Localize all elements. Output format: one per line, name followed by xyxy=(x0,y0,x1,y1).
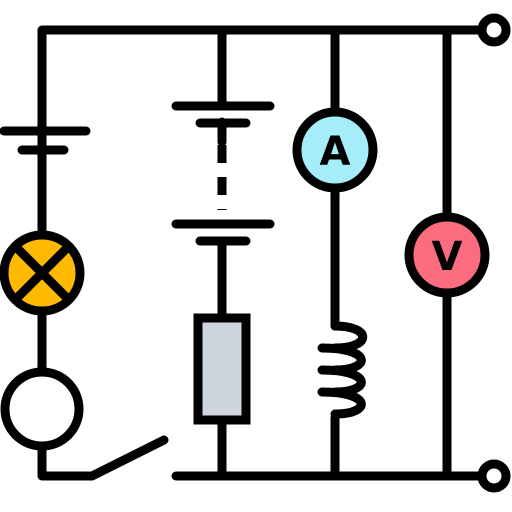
left-branch-wire-lower xyxy=(37,441,97,481)
inductor-coil-loops xyxy=(317,321,368,419)
resistor-body xyxy=(193,313,251,425)
terminal-top xyxy=(477,13,511,47)
resistor xyxy=(193,313,251,425)
multi-cell-battery xyxy=(171,101,275,246)
terminals xyxy=(477,13,511,493)
wires xyxy=(37,25,488,481)
lamp-cross-icon xyxy=(0,230,85,316)
open-switch xyxy=(87,435,169,481)
voltmeter: V xyxy=(404,212,490,298)
lamp-cross-line-2 xyxy=(12,243,72,303)
ammeter-label: A xyxy=(320,129,351,175)
inductor-coil xyxy=(317,321,368,419)
battery-cell-left xyxy=(0,126,91,155)
voltmeter-label: V xyxy=(432,234,463,280)
switch-lever xyxy=(87,435,169,481)
circle-component xyxy=(0,367,84,451)
ammeter: A xyxy=(292,107,378,193)
top-rail-wire xyxy=(37,25,488,165)
voltmeter-circle xyxy=(404,212,490,298)
terminal-bottom xyxy=(477,459,511,493)
circle-component-body xyxy=(0,367,84,451)
ammeter-circle xyxy=(292,107,378,193)
